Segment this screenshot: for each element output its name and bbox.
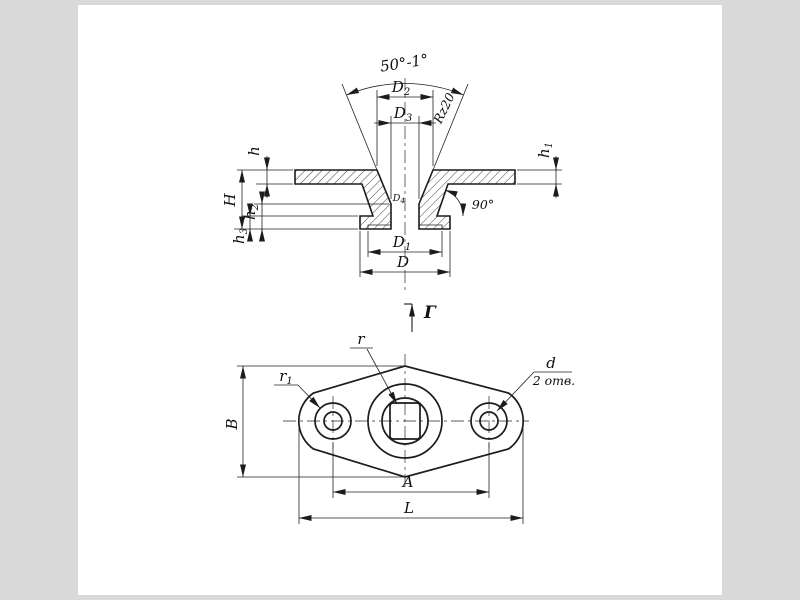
bolt-hole-left-outer [314, 402, 352, 440]
angle-90-label: 90° [472, 197, 494, 212]
square-hole [389, 402, 421, 440]
dim-L-ext-lines [298, 427, 524, 524]
dim-d-label: D [396, 253, 409, 271]
plan-view: r r1 d 2 отв. B A L [223, 330, 575, 524]
dim-h1-label: h1 [535, 142, 555, 158]
dim-L-label: L [403, 499, 414, 517]
label-d: d [546, 354, 556, 372]
dim-h3-label: h3 [230, 228, 250, 244]
label-r: r [357, 330, 365, 348]
bolt-hole-right-outer [470, 402, 508, 440]
dim-H-label: H [221, 193, 239, 208]
bolt-hole-right-inner [479, 411, 499, 431]
plan-center-lines [283, 354, 529, 490]
boss-inner-circle [381, 397, 429, 445]
section-letter-label: Г [423, 303, 437, 323]
leader-r [366, 348, 398, 405]
cone-angle-arc [346, 83, 464, 96]
dim-B-ext-lines [237, 365, 403, 478]
section-cut-left [294, 169, 392, 230]
cone-extension-lines [341, 83, 469, 171]
dim-d3-ext-lines [390, 116, 420, 199]
bolt-hole-left-inner [323, 411, 343, 431]
dim-B-label: B [223, 418, 241, 430]
drawing-sheet [78, 5, 722, 595]
left-ext-lines [234, 169, 389, 230]
leader-r1 [297, 384, 321, 409]
flange-outline [297, 365, 525, 478]
label-holes-note: 2 отв. [532, 373, 576, 388]
boss-outer-circle [367, 383, 443, 459]
foot-recess-lines [367, 224, 443, 229]
dim-d2-label: D2 [391, 78, 410, 98]
dim-d1-label: D1 [392, 233, 411, 253]
section-cut-marker: Г [404, 303, 437, 332]
label-r1: r1 [279, 367, 293, 387]
leader-d [496, 371, 535, 412]
section-cut-right [418, 169, 516, 230]
dim-A-ext-lines [332, 442, 490, 498]
dim-h-label: h [245, 146, 263, 156]
dim-d2-ext-lines [376, 90, 434, 166]
dim-A-label: A [401, 473, 414, 491]
dim-d3-label: D3 [393, 104, 412, 124]
dim-d4-label: D4 [392, 193, 406, 205]
angle-90-arc [444, 189, 467, 217]
